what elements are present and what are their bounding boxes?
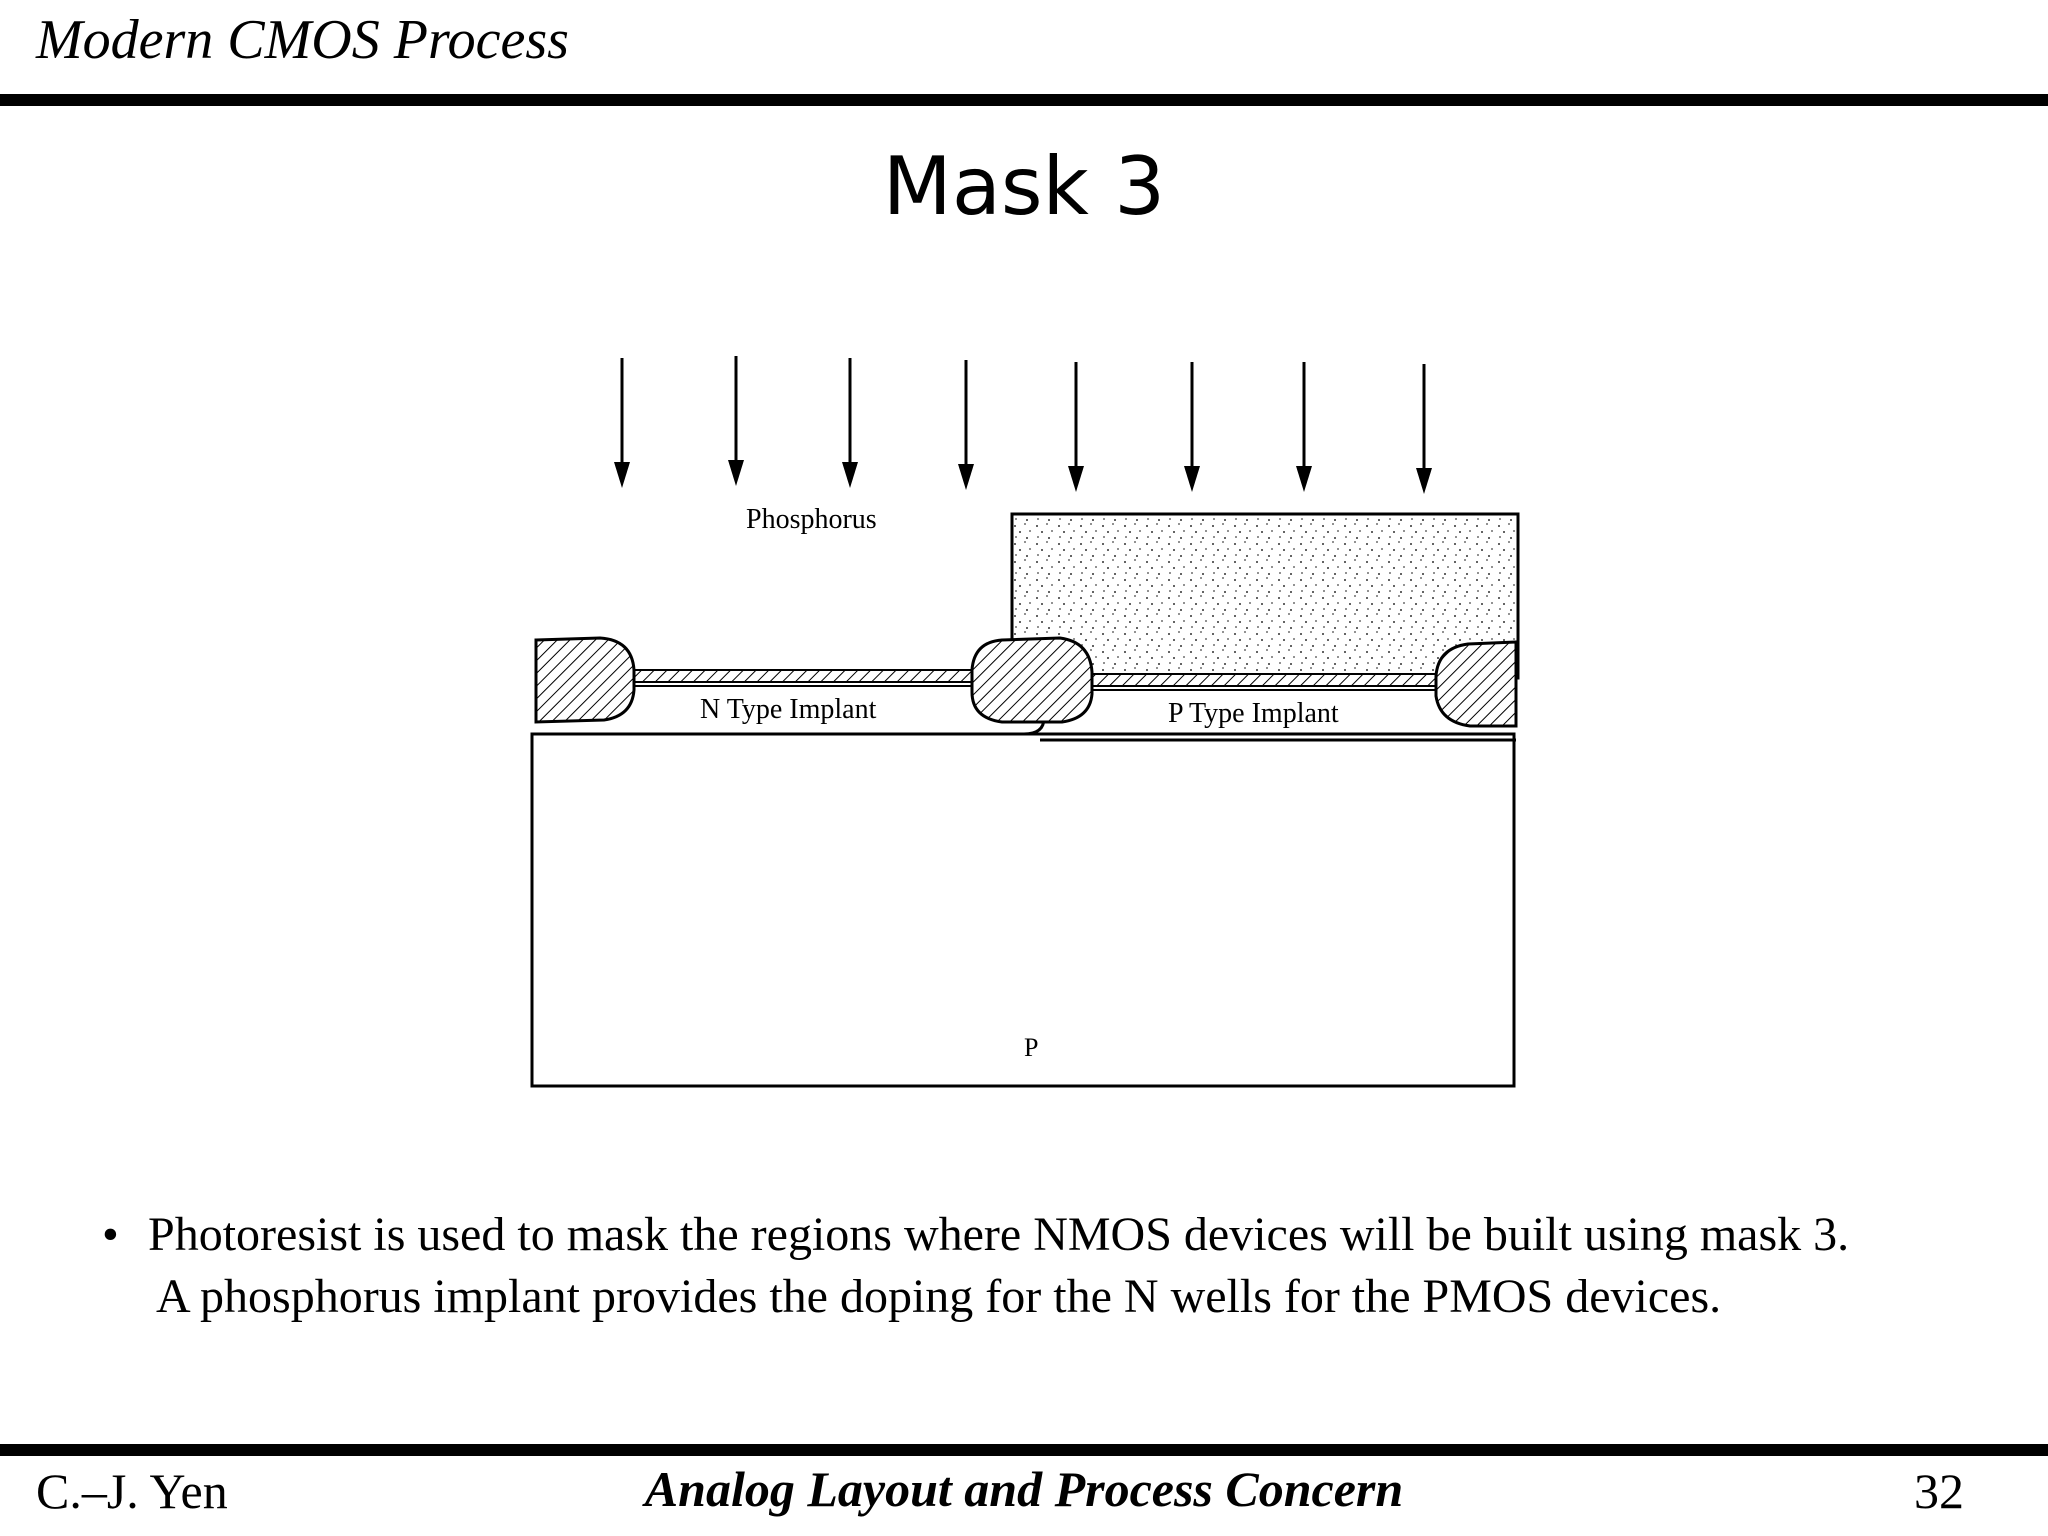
- footer-rule: [0, 1444, 2048, 1456]
- bullet-line-1: Photoresist is used to mask the regions …: [148, 1208, 1850, 1261]
- field-oxide-left: [534, 636, 636, 724]
- header-rule: [0, 94, 2048, 106]
- photoresist-block: [1010, 512, 1520, 680]
- substrate-label: P: [1024, 1033, 1038, 1062]
- field-oxide-center: [970, 636, 1094, 724]
- bullet-line-2: A phosphorus implant provides the doping…: [156, 1270, 1722, 1323]
- cmos-cross-section-diagram: Phosphorus N Type Implant P Type Implant…: [530, 356, 1520, 1088]
- p-implant-label: P Type Implant: [1168, 698, 1339, 729]
- thin-oxide-right: [1089, 673, 1437, 687]
- implant-arrows: [614, 356, 1432, 494]
- bullet-item: • Photoresist is used to mask the region…: [102, 1204, 2006, 1328]
- implant-label: Phosphorus: [746, 504, 877, 535]
- n-implant-label: N Type Implant: [700, 694, 877, 725]
- p-substrate: [530, 732, 1516, 1088]
- slide-title: Mask 3: [882, 140, 1166, 233]
- field-oxide-right: [1434, 640, 1518, 728]
- thin-oxide-left: [625, 669, 973, 683]
- page-number: 32: [1914, 1463, 1964, 1519]
- bullet-symbol: •: [102, 1208, 119, 1261]
- header-title: Modern CMOS Process: [36, 9, 569, 71]
- footer-course-title: Analog Layout and Process Concern: [644, 1461, 1404, 1517]
- footer-author: C.–J. Yen: [36, 1463, 228, 1519]
